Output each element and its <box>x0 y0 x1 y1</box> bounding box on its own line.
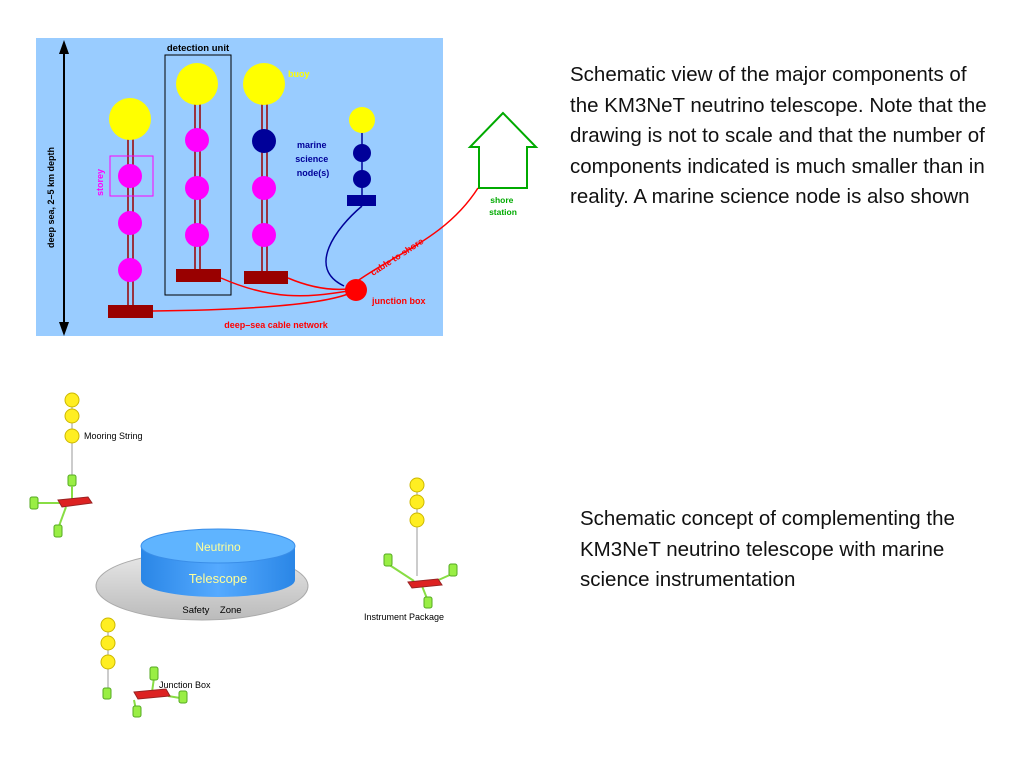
junction-box <box>345 279 367 301</box>
instrument-cylinder <box>178 690 188 704</box>
depth-label: deep sea, 2–5 km depth <box>46 147 56 248</box>
seabed-cable <box>220 277 349 297</box>
cable-network-label: deep–sea cable network <box>224 320 329 330</box>
junction-platform <box>57 496 93 508</box>
detection-string-2 <box>176 63 221 282</box>
storey-sphere <box>252 223 276 247</box>
buoy <box>100 654 116 670</box>
instrument-cylinder <box>423 596 433 609</box>
buoy <box>243 63 285 105</box>
marine-node-label: marine science node(s) <box>295 140 331 178</box>
anchor <box>176 269 221 282</box>
instrument-cylinder <box>132 705 142 718</box>
marine-sensor-sphere <box>252 129 276 153</box>
detection-unit-frame <box>164 54 232 296</box>
cable-network <box>152 187 479 312</box>
detection-string-1 <box>108 98 153 318</box>
safety-zone-label: Safety Zone <box>182 605 241 616</box>
seabed-cable <box>152 293 349 312</box>
instrument-cylinder <box>53 524 63 538</box>
telescope-label: Telescope <box>189 571 248 586</box>
instrument-cylinder <box>448 563 458 577</box>
instrument-cylinder <box>29 496 39 510</box>
instrument-cylinder <box>102 687 112 700</box>
instrument-package-label: Instrument Package <box>364 612 444 622</box>
junction-box-platform <box>133 688 171 700</box>
depth-arrow <box>59 40 69 336</box>
marine-node-anchor <box>347 195 376 206</box>
buoy <box>409 494 425 510</box>
instrument-cylinder <box>149 666 159 681</box>
caption-components: Schematic view of the major components o… <box>570 63 987 208</box>
marine-science-concept-diagram: Safety Zone Neutrino Telescope Mooring S… <box>29 392 458 718</box>
buoy <box>349 107 375 133</box>
marine-sensor-sphere <box>353 144 371 162</box>
junction-platform <box>407 578 443 589</box>
caption-concept: Schematic concept of complementing the K… <box>580 507 955 591</box>
buoy <box>64 428 80 444</box>
mooring-string <box>29 392 93 538</box>
anchor <box>108 305 153 318</box>
storey-sphere <box>118 211 142 235</box>
seabed-cable <box>287 277 349 291</box>
instrument-cylinder <box>67 474 77 487</box>
cable-to-shore <box>355 187 479 283</box>
marine-sensor-sphere <box>353 170 371 188</box>
buoy <box>109 98 151 140</box>
anchor <box>244 271 288 284</box>
shore-station-label: shore station <box>489 195 517 217</box>
marine-science-node <box>347 107 376 206</box>
buoy <box>64 408 80 424</box>
storey-sphere <box>118 258 142 282</box>
detection-unit-label: detection unit <box>167 43 230 54</box>
instrument-cylinder <box>383 553 393 567</box>
buoy <box>176 63 218 105</box>
buoy <box>409 512 425 528</box>
neutrino-telescope <box>140 528 296 597</box>
junction-box-group <box>100 617 188 718</box>
node-cable <box>325 205 363 287</box>
neutrino-label: Neutrino <box>195 540 241 554</box>
junction-box-label: junction box <box>371 296 426 306</box>
storey-sphere <box>185 176 209 200</box>
storey-label: storey <box>95 169 105 196</box>
storey-sphere <box>252 176 276 200</box>
storey-sphere <box>185 223 209 247</box>
diagram-background <box>36 38 443 336</box>
buoy <box>409 477 425 493</box>
mooring-string-label: Mooring String <box>84 431 143 441</box>
buoy <box>100 635 116 651</box>
buoy <box>100 617 116 633</box>
shore-station-icon <box>467 111 539 189</box>
storey-sphere <box>118 164 142 188</box>
buoy <box>64 392 80 408</box>
instrument-package <box>383 477 458 609</box>
storey-sphere <box>185 128 209 152</box>
detection-string-3 <box>243 63 288 284</box>
junction-box-label: Junction Box <box>159 680 211 690</box>
buoy-label: buoy <box>288 69 310 79</box>
km3net-components-diagram: deep sea, 2–5 km depth detection unit st… <box>36 38 539 336</box>
storey-frame <box>109 155 154 197</box>
